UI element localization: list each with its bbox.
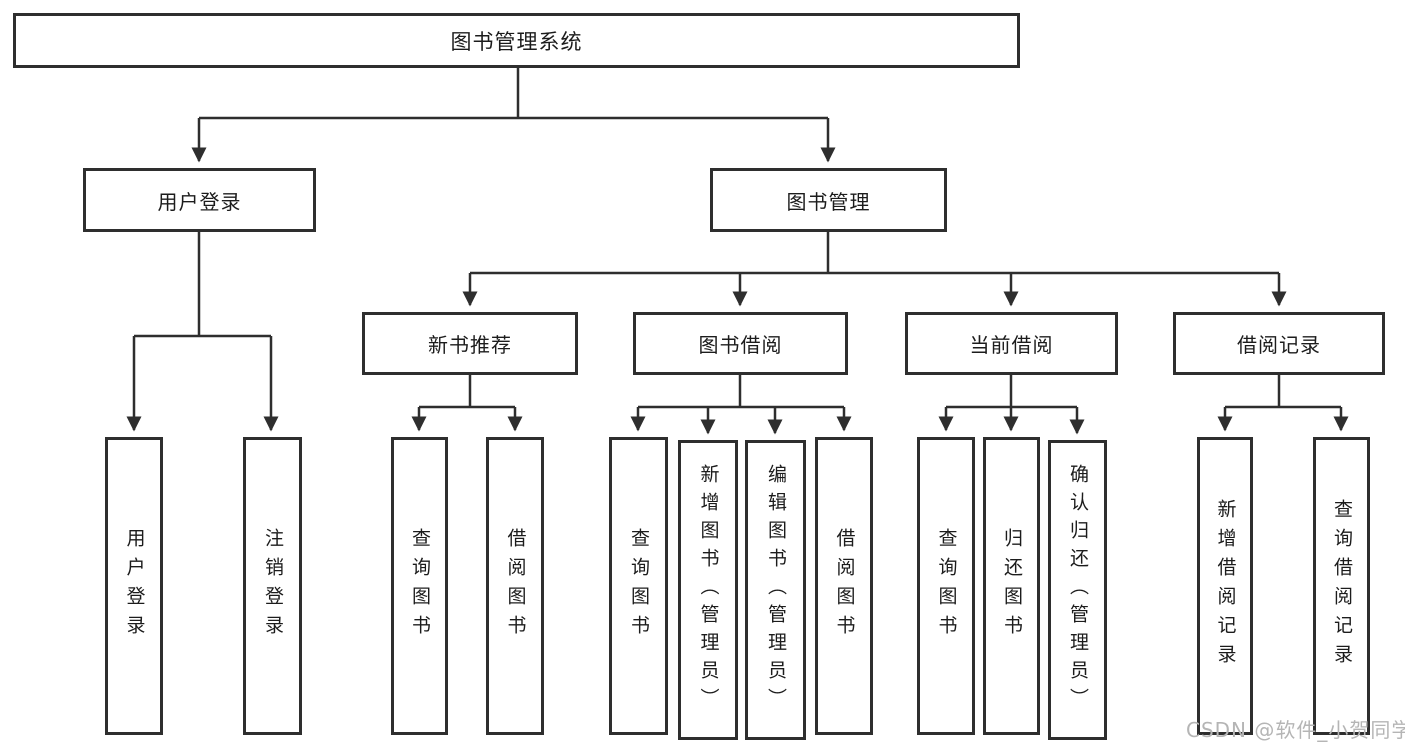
leaf-add-borrow-record: 新增借阅记录 (1197, 437, 1253, 735)
node-new-book-recommend: 新书推荐 (362, 312, 578, 375)
leaf-logout: 注销登录 (243, 437, 302, 735)
leaf-label: 编辑图书（管理员） (765, 464, 787, 716)
leaf-label: 借阅图书 (833, 528, 856, 644)
leaf-borrow-query-book: 查询图书 (609, 437, 668, 735)
leaf-confirm-return-admin: 确认归还（管理员） (1048, 440, 1107, 740)
leaf-label: 查询借阅记录 (1331, 499, 1353, 673)
leaf-query-borrow-record: 查询借阅记录 (1313, 437, 1370, 735)
leaf-edit-book-admin: 编辑图书（管理员） (745, 440, 806, 740)
node-book-borrow: 图书借阅 (633, 312, 848, 375)
leaf-recommend-borrow-book: 借阅图书 (486, 437, 544, 735)
node-label: 图书管理系统 (450, 29, 583, 54)
node-label: 用户登录 (157, 189, 242, 214)
leaf-recommend-query-book: 查询图书 (391, 437, 448, 735)
node-label: 图书管理 (786, 189, 871, 214)
node-label: 图书借阅 (698, 333, 783, 357)
leaf-label: 归还图书 (1001, 528, 1023, 644)
node-label: 新书推荐 (428, 333, 512, 357)
leaf-label: 查询图书 (628, 528, 650, 644)
leaf-label: 用户登录 (123, 528, 146, 644)
node-library-management-system: 图书管理系统 (13, 13, 1020, 68)
leaf-user-login: 用户登录 (105, 437, 163, 735)
node-label: 借阅记录 (1237, 333, 1321, 357)
node-book-management: 图书管理 (710, 168, 947, 232)
leaf-label: 借阅图书 (504, 528, 527, 644)
leaf-return-book: 归还图书 (983, 437, 1040, 735)
leaf-label: 新增图书（管理员） (697, 464, 720, 716)
node-borrow-record: 借阅记录 (1173, 312, 1385, 375)
leaf-label: 确认归还（管理员） (1067, 464, 1089, 716)
node-user-login-branch: 用户登录 (83, 168, 316, 232)
leaf-label: 查询图书 (409, 528, 431, 644)
leaf-current-query-book: 查询图书 (917, 437, 975, 735)
leaf-label: 注销登录 (262, 528, 284, 644)
leaf-add-book-admin: 新增图书（管理员） (678, 440, 738, 740)
leaf-borrow-borrow-book: 借阅图书 (815, 437, 873, 735)
leaf-label: 查询图书 (935, 528, 958, 644)
leaf-label: 新增借阅记录 (1214, 499, 1237, 673)
node-current-borrow: 当前借阅 (905, 312, 1118, 375)
csdn-watermark: CSDN @软件_小贺同学 (1186, 718, 1405, 742)
node-label: 当前借阅 (969, 333, 1054, 357)
